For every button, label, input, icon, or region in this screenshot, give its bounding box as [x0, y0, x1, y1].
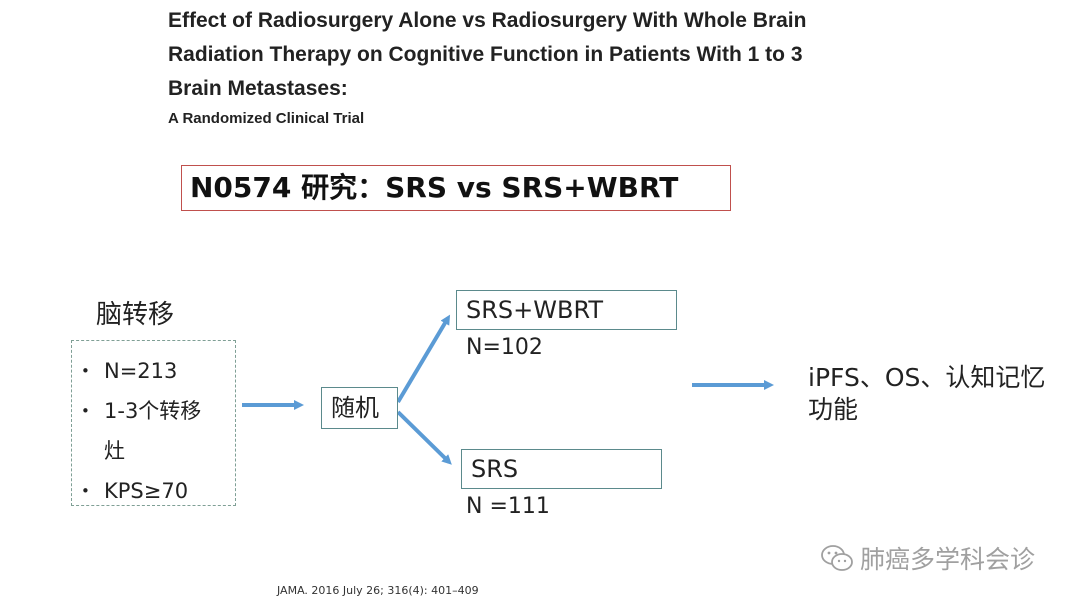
population-item-line: 1-3个转移 — [104, 399, 202, 423]
population-item-line: 灶 — [104, 439, 125, 463]
arm-srs-box: SRS — [461, 449, 662, 489]
population-item: 1-3个转移 灶 — [72, 391, 235, 471]
population-item: KPS≥70 — [72, 471, 235, 511]
watermark: 肺癌多学科会诊 — [820, 540, 1035, 576]
outcome-text: iPFS、OS、认知记忆 功能 — [808, 362, 1073, 426]
watermark-text: 肺癌多学科会诊 — [860, 545, 1036, 574]
outcome-line: iPFS、OS、认知记忆 — [808, 363, 1046, 392]
arm-srs-wbrt-count: N=102 — [466, 335, 543, 360]
citation: JAMA. 2016 July 26; 316(4): 401–409 — [277, 584, 479, 597]
arm-srs-count: N =111 — [466, 494, 550, 519]
arrow-random-to-srs — [396, 410, 452, 465]
arrow-random-to-wbrt — [396, 314, 451, 404]
title-line: Brain Metastases: — [168, 77, 348, 100]
wechat-icon — [821, 545, 853, 571]
outcome-line: 功能 — [808, 395, 859, 424]
randomize-box: 随机 — [321, 387, 398, 429]
title-line: Effect of Radiosurgery Alone vs Radiosur… — [168, 9, 807, 32]
page-title: Effect of Radiosurgery Alone vs Radiosur… — [168, 4, 928, 106]
title-line: Radiation Therapy on Cognitive Function … — [168, 43, 803, 66]
population-item: N=213 — [72, 351, 235, 391]
arm-srs-wbrt-box: SRS+WBRT — [456, 290, 677, 330]
page-subtitle: A Randomized Clinical Trial — [168, 110, 365, 127]
population-label: 脑转移 — [96, 300, 175, 330]
study-label-box: N0574 研究：SRS vs SRS+WBRT — [181, 165, 731, 211]
population-box: N=213 1-3个转移 灶 KPS≥70 — [71, 340, 236, 511]
